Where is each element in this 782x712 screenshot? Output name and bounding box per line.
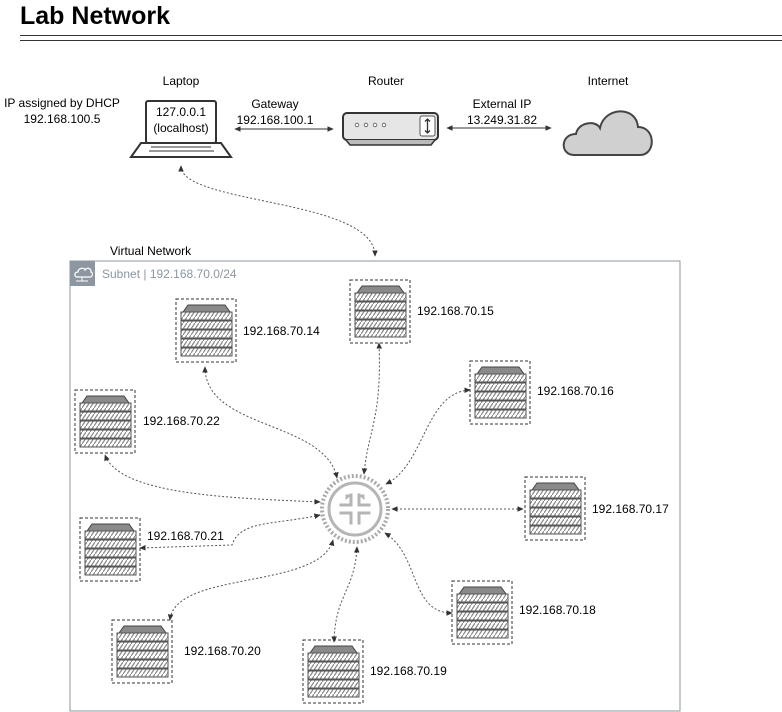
page-title: Lab Network [20,2,171,30]
server-s16[interactable] [469,360,531,425]
server-icon [529,482,582,535]
server-ip-s17: 192.168.70.17 [592,502,669,516]
server-icon [180,304,233,357]
virtual-network-label: Virtual Network [110,244,192,258]
link-hub-s14 [202,366,339,479]
server-ip-s22: 192.168.70.22 [143,414,220,428]
server-ip-s19: 192.168.70.19 [370,664,447,678]
link-laptop-subnet [178,165,378,257]
server-icon [307,645,360,698]
laptop-screen-line2: (localhost) [153,121,208,135]
server-icon [84,523,137,576]
core-router-icon[interactable] [320,474,390,544]
dhcp-label-line1: IP assigned by DHCP [4,96,120,110]
gateway-label-line2: 192.168.100.1 [237,113,314,127]
server-icon [456,586,509,639]
server-s14[interactable] [175,298,237,363]
laptop-icon[interactable] [129,100,233,158]
server-icon [474,366,527,419]
server-s19[interactable] [302,639,364,704]
server-ip-s15: 192.168.70.15 [417,304,494,318]
server-ip-s20: 192.168.70.20 [184,644,261,658]
link-hub-s16 [385,387,471,485]
server-s21[interactable] [79,517,141,582]
router-label: Router [368,74,404,88]
server-ip-s18: 192.168.70.18 [519,603,596,617]
link-hub-s15 [361,342,383,475]
title-rule-bottom [20,40,782,41]
router-icon[interactable] [342,112,439,146]
link-hub-s21 [139,513,321,551]
external-ip-label-line2: 13.249.31.82 [467,113,537,127]
subnet-links [104,342,524,643]
server-icon [354,285,407,338]
server-s18[interactable] [451,580,513,645]
subnet-cloud-icon [70,261,95,286]
laptop-label: Laptop [163,74,200,88]
server-s20[interactable] [111,619,173,684]
server-ip-s14: 192.168.70.14 [243,324,320,338]
subnet-group [69,260,681,712]
server-s17[interactable] [524,476,586,541]
internet-label: Internet [588,74,629,88]
subnet-label: Subnet | 192.168.70.0/24 [102,267,237,281]
title-rule-top [20,35,782,36]
server-ip-s21: 192.168.70.21 [147,529,224,543]
link-hub-s20 [167,539,335,621]
server-icon [116,625,169,678]
link-hub-s19 [331,546,360,643]
link-hub-s22 [104,454,321,505]
laptop-screen-line1: 127.0.0.1 [156,105,206,119]
external-ip-label-line1: External IP [473,97,532,111]
server-s15[interactable] [349,279,411,344]
server-icon [79,395,132,448]
link-hub-s18 [384,532,453,616]
internet-cloud-icon[interactable] [562,110,653,156]
server-ip-s16: 192.168.70.16 [537,384,614,398]
server-s22[interactable] [74,389,136,454]
gateway-label-line1: Gateway [251,97,298,111]
dhcp-label-line2: 192.168.100.5 [24,112,101,126]
